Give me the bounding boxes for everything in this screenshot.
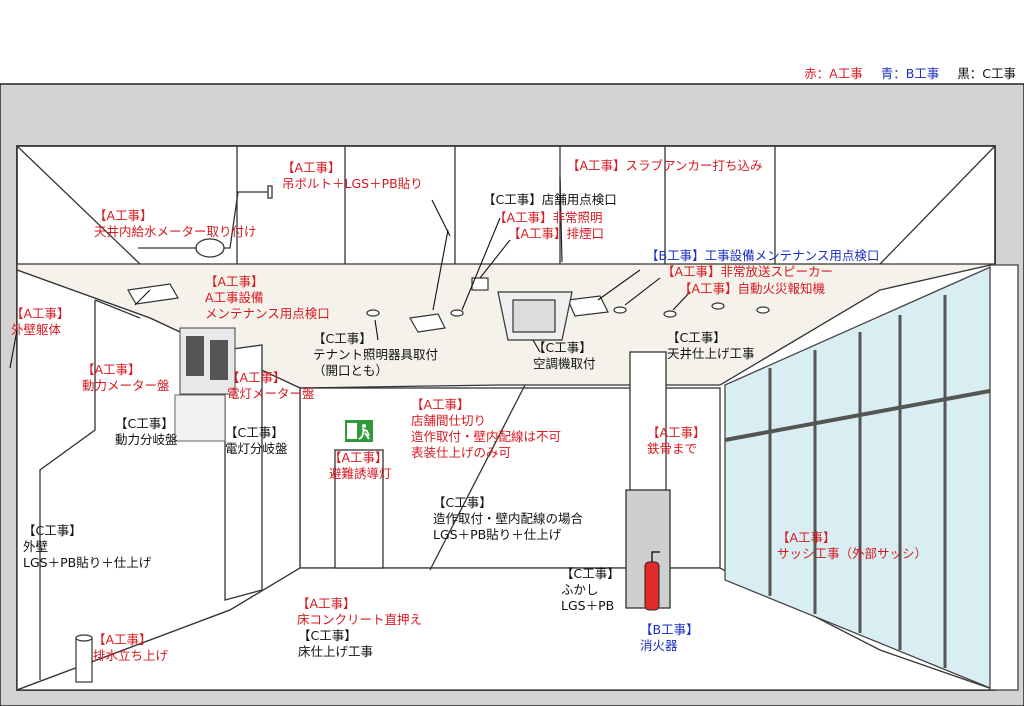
label-emergency-light: 【A工事】非常照明 bbox=[494, 210, 603, 225]
label-exterior-frame: 【A工事】外壁躯体 bbox=[11, 306, 70, 337]
label-air-conditioner: 【C工事】空調機取付 bbox=[533, 340, 596, 371]
label-water-meter: 【A工事】天井内給水メーター取り付け bbox=[94, 208, 257, 239]
label-smoke-vent: 【A工事】排煙口 bbox=[508, 226, 605, 241]
label-power-meter: 【A工事】動力メーター盤 bbox=[82, 362, 170, 393]
exit-sign-icon bbox=[345, 420, 373, 442]
legend-blue: 青：B工事 bbox=[880, 66, 940, 81]
steel-column bbox=[625, 351, 671, 609]
color-legend: 赤：A工事 青：B工事 黒：C工事 bbox=[790, 63, 1016, 82]
label-b-inspection: 【B工事】工事設備メンテナンス用点検口 bbox=[646, 248, 880, 263]
label-store-inspection: 【C工事】店舗用点検口 bbox=[483, 192, 617, 207]
label-speaker: 【A工事】非常放送スピーカー bbox=[662, 264, 834, 279]
exterior-wall-line bbox=[39, 300, 96, 680]
ceiling-void bbox=[16, 145, 996, 265]
fire-extinguisher-drawing bbox=[644, 551, 660, 611]
legend-red: 赤：A工事 bbox=[804, 66, 863, 81]
drain-pipe bbox=[75, 634, 93, 683]
leader-lines bbox=[9, 177, 691, 369]
label-sash: 【A工事】サッシ工事（外部サッシ） bbox=[777, 530, 928, 561]
water-meter-drawing bbox=[138, 185, 273, 258]
label-floor-finish: 【C工事】床仕上げ工事 bbox=[298, 628, 374, 659]
label-partition: 【A工事】店舗間仕切り造作取付・壁内配線は不可表装仕上げのみ可 bbox=[411, 397, 562, 460]
label-drain: 【A工事】排水立ち上げ bbox=[93, 632, 169, 663]
corner-column bbox=[224, 344, 263, 601]
partition-line bbox=[429, 384, 526, 571]
label-extinguisher: 【B工事】消火器 bbox=[640, 622, 699, 653]
label-a-inspection: 【A工事】A工事設備メンテナンス用点検口 bbox=[205, 274, 330, 321]
label-evac-light: 【A工事】避難誘導灯 bbox=[329, 450, 392, 481]
door bbox=[334, 449, 384, 569]
label-slab-anchor: 【A工事】スラブアンカー打ち込み bbox=[567, 158, 763, 173]
label-steel-frame: 【A工事】鉄骨まで bbox=[647, 425, 706, 456]
sash-glazing bbox=[724, 263, 1019, 691]
meter-panels bbox=[174, 327, 236, 442]
label-fire-alarm: 【A工事】自動火災報知機 bbox=[679, 281, 826, 296]
label-light-meter: 【A工事】電灯メーター盤 bbox=[227, 370, 315, 401]
label-ceiling-finish: 【C工事】天井仕上げ工事 bbox=[667, 330, 755, 361]
label-hanging-bolt: 【A工事】吊ボルト＋LGS＋PB貼り bbox=[282, 160, 423, 191]
label-power-panel: 【C工事】動力分岐盤 bbox=[115, 416, 178, 447]
label-tenant-lighting: 【C工事】テナント照明器具取付（開口とも） bbox=[313, 331, 439, 378]
legend-black: 黒：C工事 bbox=[957, 66, 1016, 81]
label-light-panel: 【C工事】電灯分岐盤 bbox=[225, 425, 288, 456]
label-floor-concrete: 【A工事】床コンクリート直押え bbox=[297, 596, 423, 627]
